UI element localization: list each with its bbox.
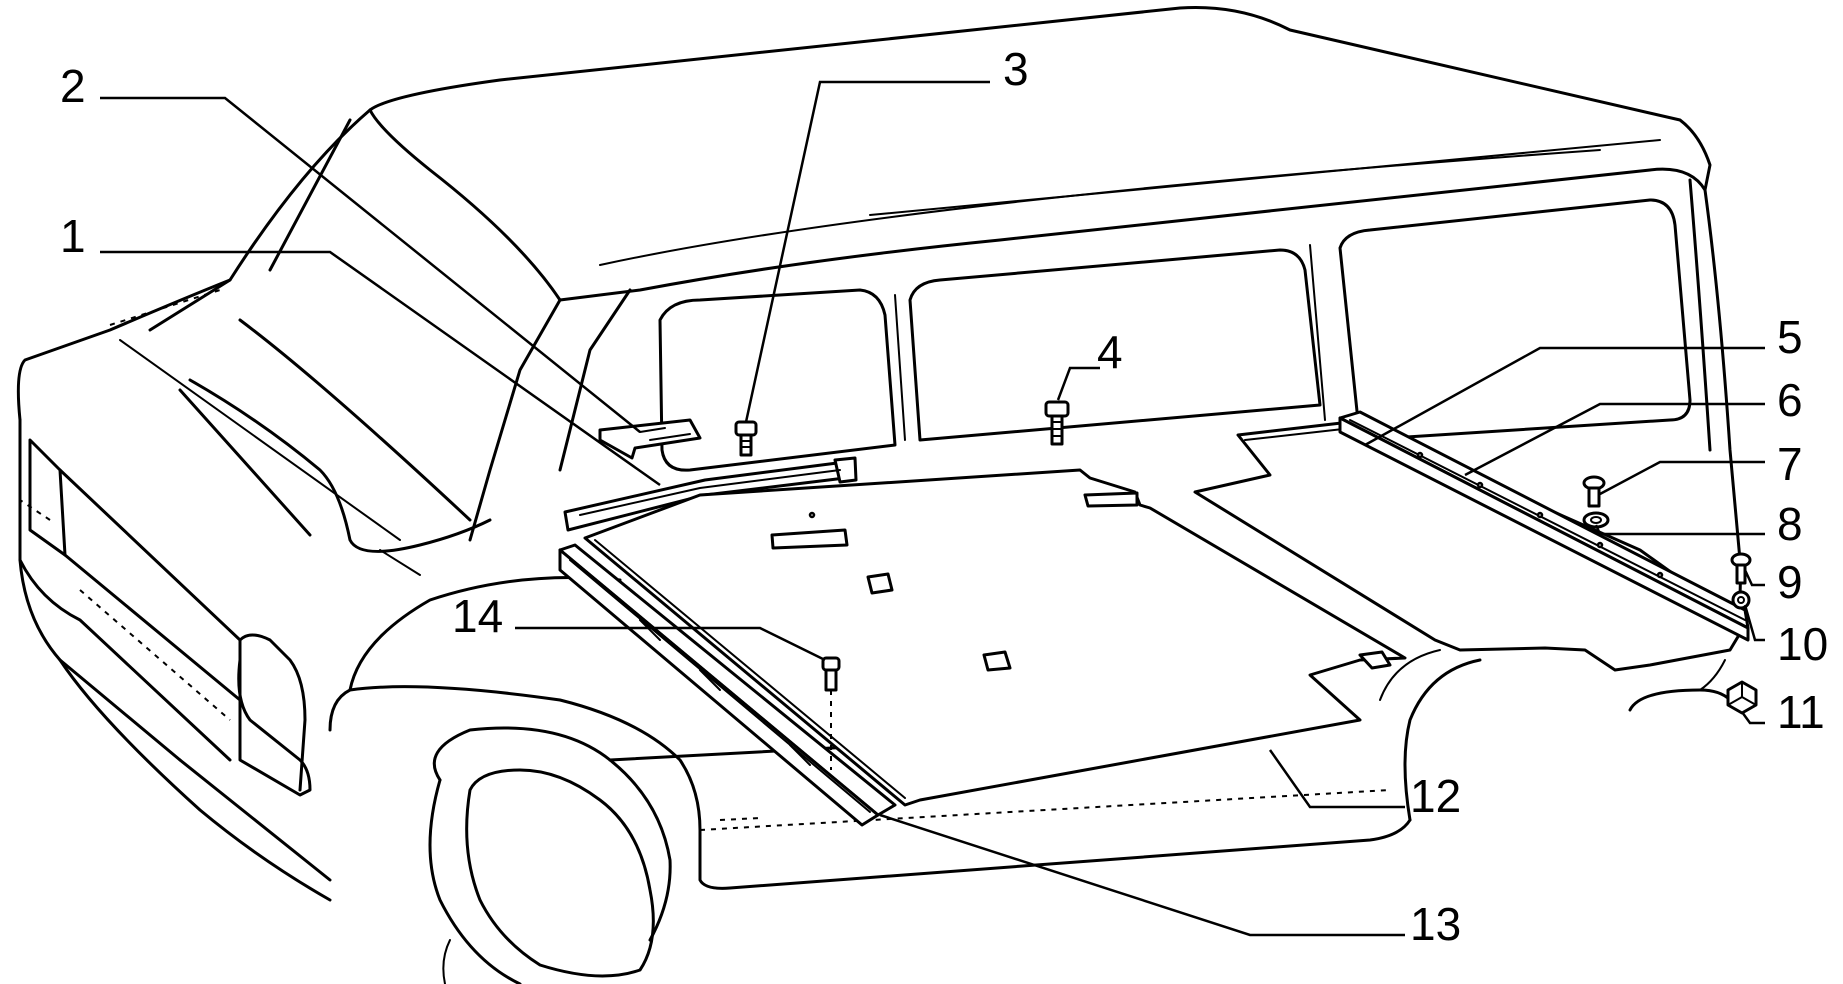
leader-lines (100, 80, 1765, 937)
nut-part-11 (1726, 680, 1758, 715)
callout-13: 13 (1410, 898, 1461, 950)
screw-part-7 (1582, 475, 1606, 508)
callout-10: 10 (1777, 618, 1828, 670)
rear-floor-mat-part-5 (1193, 420, 1747, 672)
callout-4: 4 (1097, 326, 1123, 378)
rear-rail-part-6 (1338, 410, 1750, 642)
callout-1: 1 (60, 210, 86, 262)
callout-6: 6 (1777, 374, 1803, 426)
callout-8: 8 (1777, 498, 1803, 550)
screw-part-14 (821, 656, 841, 770)
callout-9: 9 (1777, 556, 1803, 608)
callout-7: 7 (1777, 438, 1803, 490)
floor-mat-part-12 (583, 468, 1407, 807)
callout-12: 12 (1410, 770, 1461, 822)
nut-part-10 (1731, 590, 1751, 610)
bracket-part-2 (598, 418, 702, 460)
callout-5: 5 (1777, 311, 1803, 363)
front-rail-part-1 (563, 456, 858, 532)
vehicle-outline (16, 6, 1742, 984)
screw-part-3 (734, 420, 758, 457)
washer-part-8 (1582, 511, 1610, 529)
callout-labels: 1 2 3 4 5 6 7 8 9 10 11 12 13 14 (60, 43, 1828, 950)
screw-part-9 (1730, 552, 1752, 585)
callout-2: 2 (60, 60, 86, 112)
screw-part-4 (1044, 400, 1070, 446)
callout-14: 14 (452, 590, 503, 642)
sill-strip-part-13 (558, 543, 897, 827)
callout-11: 11 (1777, 686, 1825, 738)
callout-3: 3 (1003, 43, 1029, 95)
